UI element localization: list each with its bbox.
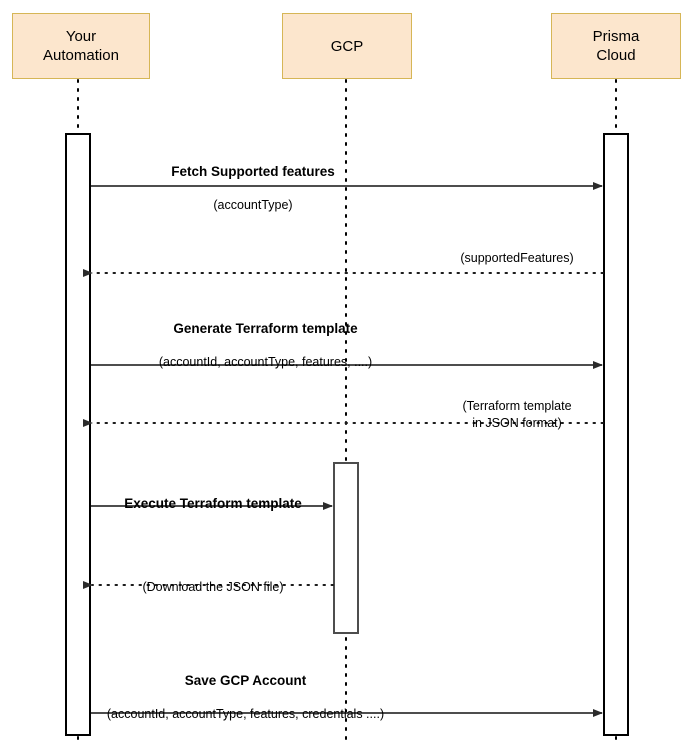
participant-prisma-cloud[interactable]: Prisma Cloud — [551, 13, 681, 79]
message-arrows — [83, 182, 604, 717]
lifelines — [77, 79, 617, 745]
participant-prisma-cloud-label: Prisma Cloud — [592, 28, 640, 64]
activation-bars — [65, 133, 629, 736]
activation-bar-prisma-cloud — [603, 133, 629, 736]
participant-gcp[interactable]: GCP — [282, 13, 412, 79]
participant-your-automation[interactable]: Your Automation — [12, 13, 150, 79]
participant-your-automation-label: Your Automation — [43, 28, 119, 64]
activation-bar-gcp — [333, 462, 359, 634]
participant-gcp-label: GCP — [330, 37, 364, 55]
activation-bar-your-automation — [65, 133, 91, 736]
